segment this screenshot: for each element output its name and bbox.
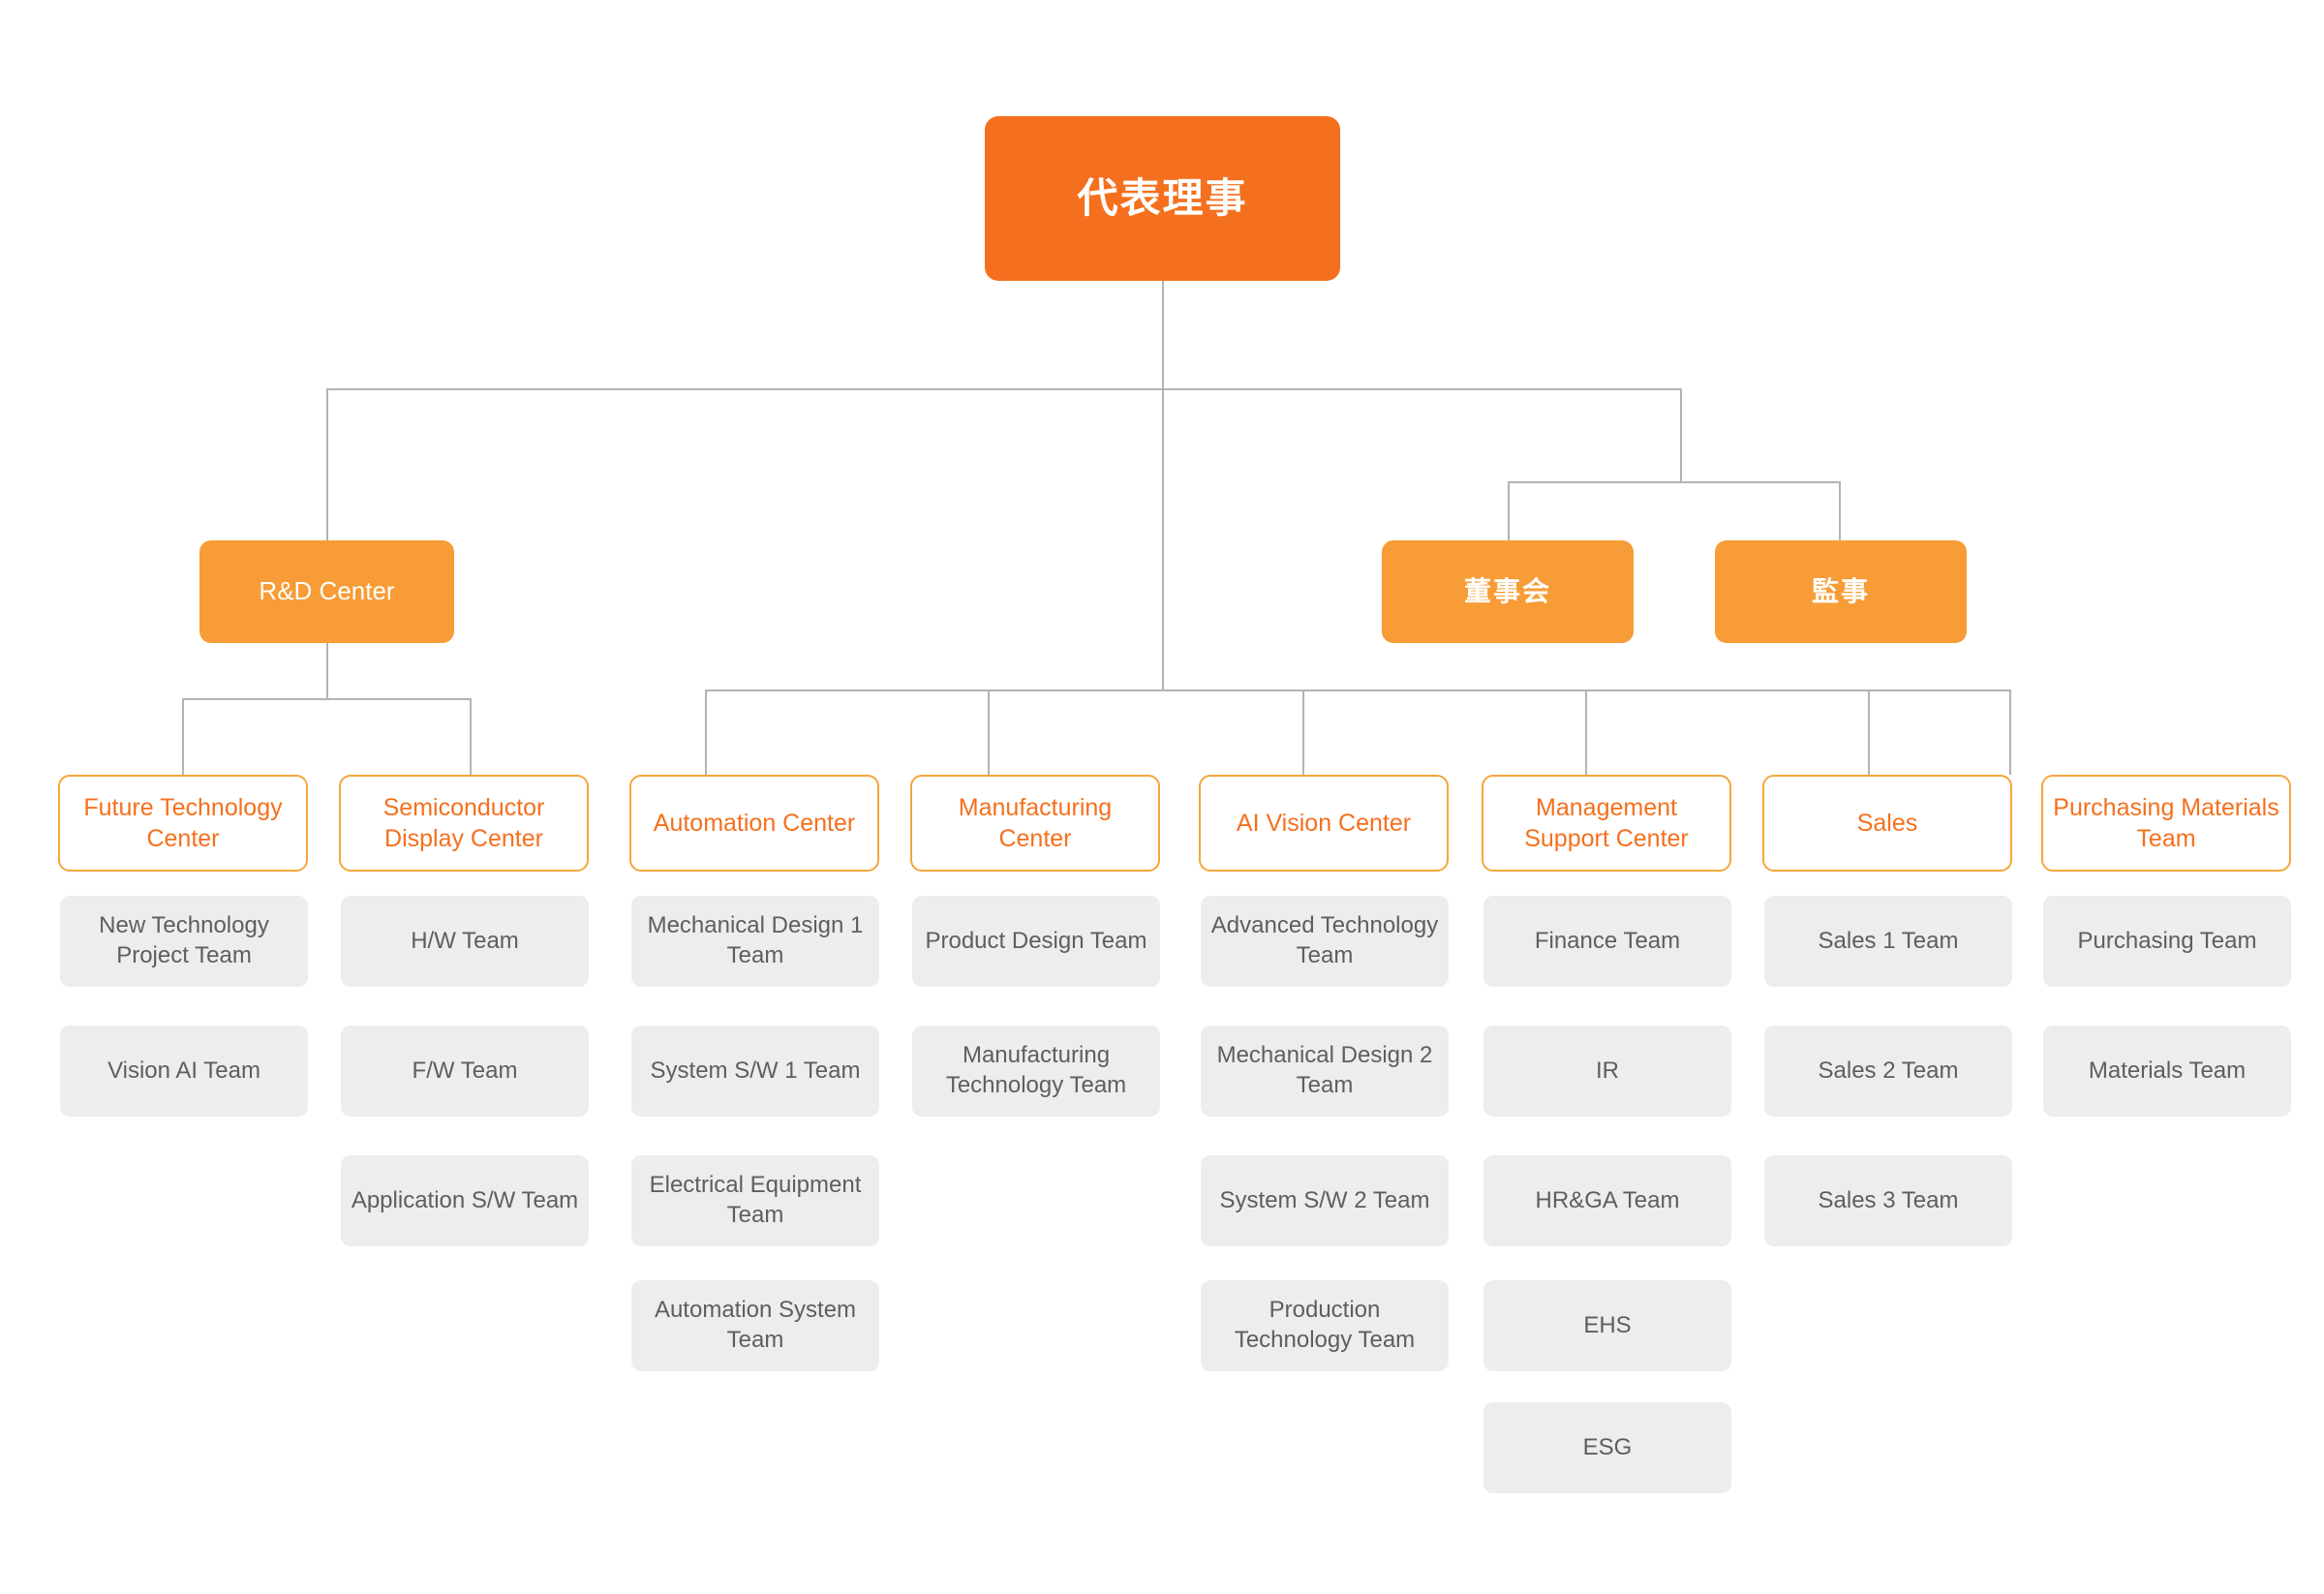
node-center-label: Semiconductor Display Center xyxy=(382,794,545,852)
node-team[interactable]: Application S/W Team xyxy=(341,1155,589,1246)
node-team[interactable]: Materials Team xyxy=(2043,1026,2291,1117)
node-team[interactable]: HR&GA Team xyxy=(1483,1155,1731,1246)
node-center-label: Management Support Center xyxy=(1524,794,1689,852)
node-team[interactable]: System S/W 1 Team xyxy=(631,1026,879,1117)
node-team-label: ESG xyxy=(1582,1433,1633,1460)
node-team[interactable]: Mechanical Design 2 Team xyxy=(1201,1026,1449,1117)
connector-drop-purchasing xyxy=(2009,690,2011,775)
node-center-ai-vision[interactable]: AI Vision Center xyxy=(1199,775,1449,872)
node-team[interactable]: Sales 3 Team xyxy=(1764,1155,2012,1246)
node-team-label: Materials Team xyxy=(2088,1057,2247,1084)
node-team-label: System S/W 2 Team xyxy=(1219,1186,1430,1213)
node-team-label: Finance Team xyxy=(1534,927,1681,954)
node-team[interactable]: ESG xyxy=(1483,1402,1731,1493)
node-center-label: Future Technology Center xyxy=(83,794,283,852)
node-team[interactable]: F/W Team xyxy=(341,1026,589,1117)
node-team-label: Product Design Team xyxy=(925,927,1147,954)
node-team-label: F/W Team xyxy=(412,1057,518,1084)
node-team[interactable]: Automation System Team xyxy=(631,1280,879,1371)
node-center-purchasing-materials[interactable]: Purchasing Materials Team xyxy=(2041,775,2291,872)
node-team-label: Manufacturing Technology Team xyxy=(945,1042,1127,1098)
node-team[interactable]: System S/W 2 Team xyxy=(1201,1155,1449,1246)
node-team-label: System S/W 1 Team xyxy=(650,1057,861,1084)
connector-top-bus xyxy=(326,388,1682,390)
node-team-label: Sales 2 Team xyxy=(1818,1057,1959,1084)
connector-drop-semiconductor xyxy=(470,698,472,775)
node-center-label: AI Vision Center xyxy=(1236,810,1412,837)
connector-drop-auditor xyxy=(1839,481,1841,540)
node-center-automation[interactable]: Automation Center xyxy=(629,775,879,872)
connector-rnd-stem xyxy=(326,643,328,699)
node-team[interactable]: IR xyxy=(1483,1026,1731,1117)
connector-board-bus xyxy=(1508,481,1841,483)
node-team[interactable]: H/W Team xyxy=(341,896,589,987)
node-team-label: Electrical Equipment Team xyxy=(649,1172,862,1228)
connector-drop-manufacturing xyxy=(988,690,990,775)
node-team-label: Mechanical Design 2 Team xyxy=(1216,1042,1433,1098)
node-team-label: Purchasing Team xyxy=(2077,927,2257,954)
node-team[interactable]: New Technology Project Team xyxy=(60,896,308,987)
connector-drop-management xyxy=(1585,690,1587,775)
node-team[interactable]: Sales 1 Team xyxy=(1764,896,2012,987)
connector-drop-rnd xyxy=(326,388,328,540)
node-team-label: Production Technology Team xyxy=(1234,1297,1416,1353)
node-division-auditor[interactable]: 監事 xyxy=(1715,540,1967,643)
node-root-label: 代表理事 xyxy=(1077,175,1248,222)
node-center-management-support[interactable]: Management Support Center xyxy=(1482,775,1731,872)
connector-rnd-bus xyxy=(182,698,471,700)
node-center-sales[interactable]: Sales xyxy=(1762,775,2012,872)
node-team-label: EHS xyxy=(1583,1311,1632,1338)
node-team-label: Mechanical Design 1 Team xyxy=(647,912,864,968)
connector-drop-sales xyxy=(1868,690,1870,775)
node-team[interactable]: Electrical Equipment Team xyxy=(631,1155,879,1246)
node-team[interactable]: Vision AI Team xyxy=(60,1026,308,1117)
node-team[interactable]: Production Technology Team xyxy=(1201,1280,1449,1371)
node-division-board[interactable]: 董事会 xyxy=(1382,540,1634,643)
node-team-label: Vision AI Team xyxy=(107,1057,260,1084)
node-team[interactable]: EHS xyxy=(1483,1280,1731,1371)
node-team-label: Application S/W Team xyxy=(351,1186,579,1213)
node-team[interactable]: Mechanical Design 1 Team xyxy=(631,896,879,987)
node-team[interactable]: Product Design Team xyxy=(912,896,1160,987)
connector-drop-aivision xyxy=(1302,690,1304,775)
node-root[interactable]: 代表理事 xyxy=(985,116,1340,281)
node-team-label: Sales 1 Team xyxy=(1818,927,1959,954)
connector-root-stem xyxy=(1162,281,1164,389)
connector-drop-future-tech xyxy=(182,698,184,775)
node-team[interactable]: Advanced Technology Team xyxy=(1201,896,1449,987)
node-team-label: HR&GA Team xyxy=(1535,1186,1680,1213)
connector-drop-board xyxy=(1508,481,1510,540)
node-center-label: Manufacturing Center xyxy=(958,794,1113,852)
node-team-label: IR xyxy=(1596,1057,1619,1084)
node-center-semiconductor-display[interactable]: Semiconductor Display Center xyxy=(339,775,589,872)
node-team-label: Automation System Team xyxy=(654,1297,857,1353)
node-division-rnd-center[interactable]: R&D Center xyxy=(199,540,454,643)
node-division-label: 董事会 xyxy=(1463,576,1551,607)
node-center-label: Automation Center xyxy=(653,810,856,837)
node-center-label: Purchasing Materials Team xyxy=(2053,794,2279,852)
connector-centers-bus xyxy=(705,690,2010,691)
connector-drop-automation xyxy=(705,690,707,775)
node-team-label: H/W Team xyxy=(411,927,519,954)
node-center-future-technology[interactable]: Future Technology Center xyxy=(58,775,308,872)
node-team-label: New Technology Project Team xyxy=(99,912,269,968)
node-division-label: 監事 xyxy=(1811,576,1870,607)
node-center-label: Sales xyxy=(1856,810,1918,837)
node-team-label: Sales 3 Team xyxy=(1818,1186,1959,1213)
connector-drop-board-branch xyxy=(1680,388,1682,482)
node-team[interactable]: Manufacturing Technology Team xyxy=(912,1026,1160,1117)
node-center-manufacturing[interactable]: Manufacturing Center xyxy=(910,775,1160,872)
node-team[interactable]: Finance Team xyxy=(1483,896,1731,987)
node-team[interactable]: Sales 2 Team xyxy=(1764,1026,2012,1117)
connector-root-stem-lower xyxy=(1162,388,1164,690)
node-team[interactable]: Purchasing Team xyxy=(2043,896,2291,987)
node-division-label: R&D Center xyxy=(259,576,395,606)
node-team-label: Advanced Technology Team xyxy=(1210,912,1439,968)
